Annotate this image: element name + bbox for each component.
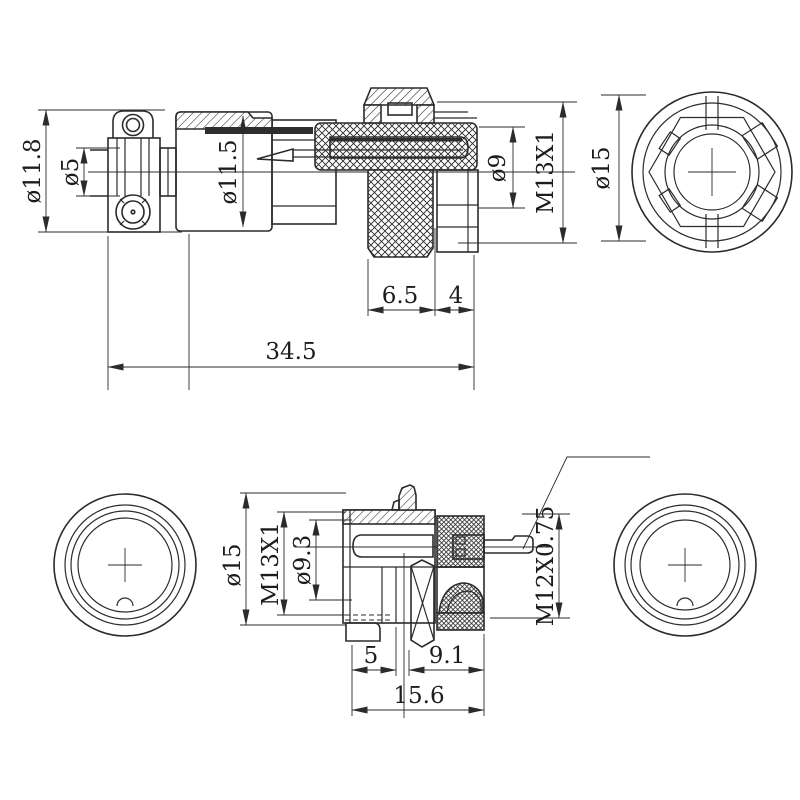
dim-label-body-od: ø11.8 <box>20 138 46 203</box>
socket-key-knob <box>390 498 400 511</box>
plug-front-hexagon <box>648 116 776 228</box>
socket-mount <box>436 515 534 631</box>
plug-cap <box>362 87 436 106</box>
socket-rear-view <box>53 493 197 637</box>
plug-front-section <box>436 169 479 253</box>
plug-coupling-ring <box>256 87 479 258</box>
socket-solder-pin <box>483 535 534 554</box>
dim-label-plug-flange-od: ø15 <box>589 146 615 189</box>
plug-lug <box>112 110 154 138</box>
plug-clamp-screw <box>115 194 151 230</box>
dim-label-plug-thread: M13X1 <box>533 130 559 214</box>
plug-key-tab <box>741 121 779 161</box>
socket-key-nub <box>398 484 417 511</box>
socket-contact-slot <box>352 534 434 558</box>
plug-knurl-block <box>367 169 434 258</box>
plug-gasket-band <box>205 127 313 134</box>
socket-thread-lower <box>436 612 485 631</box>
dim-label-socket-total-length: 15.6 <box>393 683 444 709</box>
dim-label-barrel-od: ø11.5 <box>216 139 242 204</box>
dim-label-socket-thread: M13X1 <box>258 522 284 606</box>
dim-label-socket-flange-od: ø15 <box>220 543 246 586</box>
socket-rear-key-notch <box>116 597 134 607</box>
plug-key-notch <box>658 188 682 213</box>
plug-side-view: ø11.8 ø5 ø11.5 ø9 M13X1 ø15 6.5 4 34.5 <box>20 87 646 390</box>
dim-label-plug-total-length: 34.5 <box>265 339 316 365</box>
plug-dimensions <box>38 94 646 390</box>
dim-label-front-length: 4 <box>449 283 464 309</box>
socket-sleeve-lip <box>345 622 381 642</box>
socket-body <box>342 484 484 648</box>
socket-front-key-notch <box>676 597 694 607</box>
dim-label-socket-flange-length: 5 <box>364 643 379 669</box>
plug-pin-tip <box>256 147 294 162</box>
socket-dimensions <box>240 492 570 716</box>
socket-side-view: ø15 M13X1 ø9.3 M12X0.75 5 9.1 15.6 <box>220 456 650 718</box>
dim-label-knurl-length: 6.5 <box>382 283 419 309</box>
dim-label-socket-bore: ø9.3 <box>290 535 316 585</box>
dim-label-cable-bore: ø5 <box>58 158 84 186</box>
pin-leader-line <box>522 456 650 550</box>
plug-key-tab <box>741 183 779 223</box>
socket-front-view <box>613 493 757 637</box>
dim-label-mount-thread: M12X0.75 <box>533 506 559 626</box>
dim-label-front-bore: ø9 <box>485 154 511 182</box>
dim-label-mount-length: 9.1 <box>429 643 466 669</box>
plug-key-notch <box>658 131 682 156</box>
plug-cable-clamp <box>90 110 177 233</box>
plug-front-view <box>631 91 793 253</box>
socket-claw <box>438 582 484 614</box>
plug-barrel-hatch <box>175 111 273 130</box>
plug-barrel <box>175 111 313 232</box>
plug-pin-slot <box>329 136 469 159</box>
